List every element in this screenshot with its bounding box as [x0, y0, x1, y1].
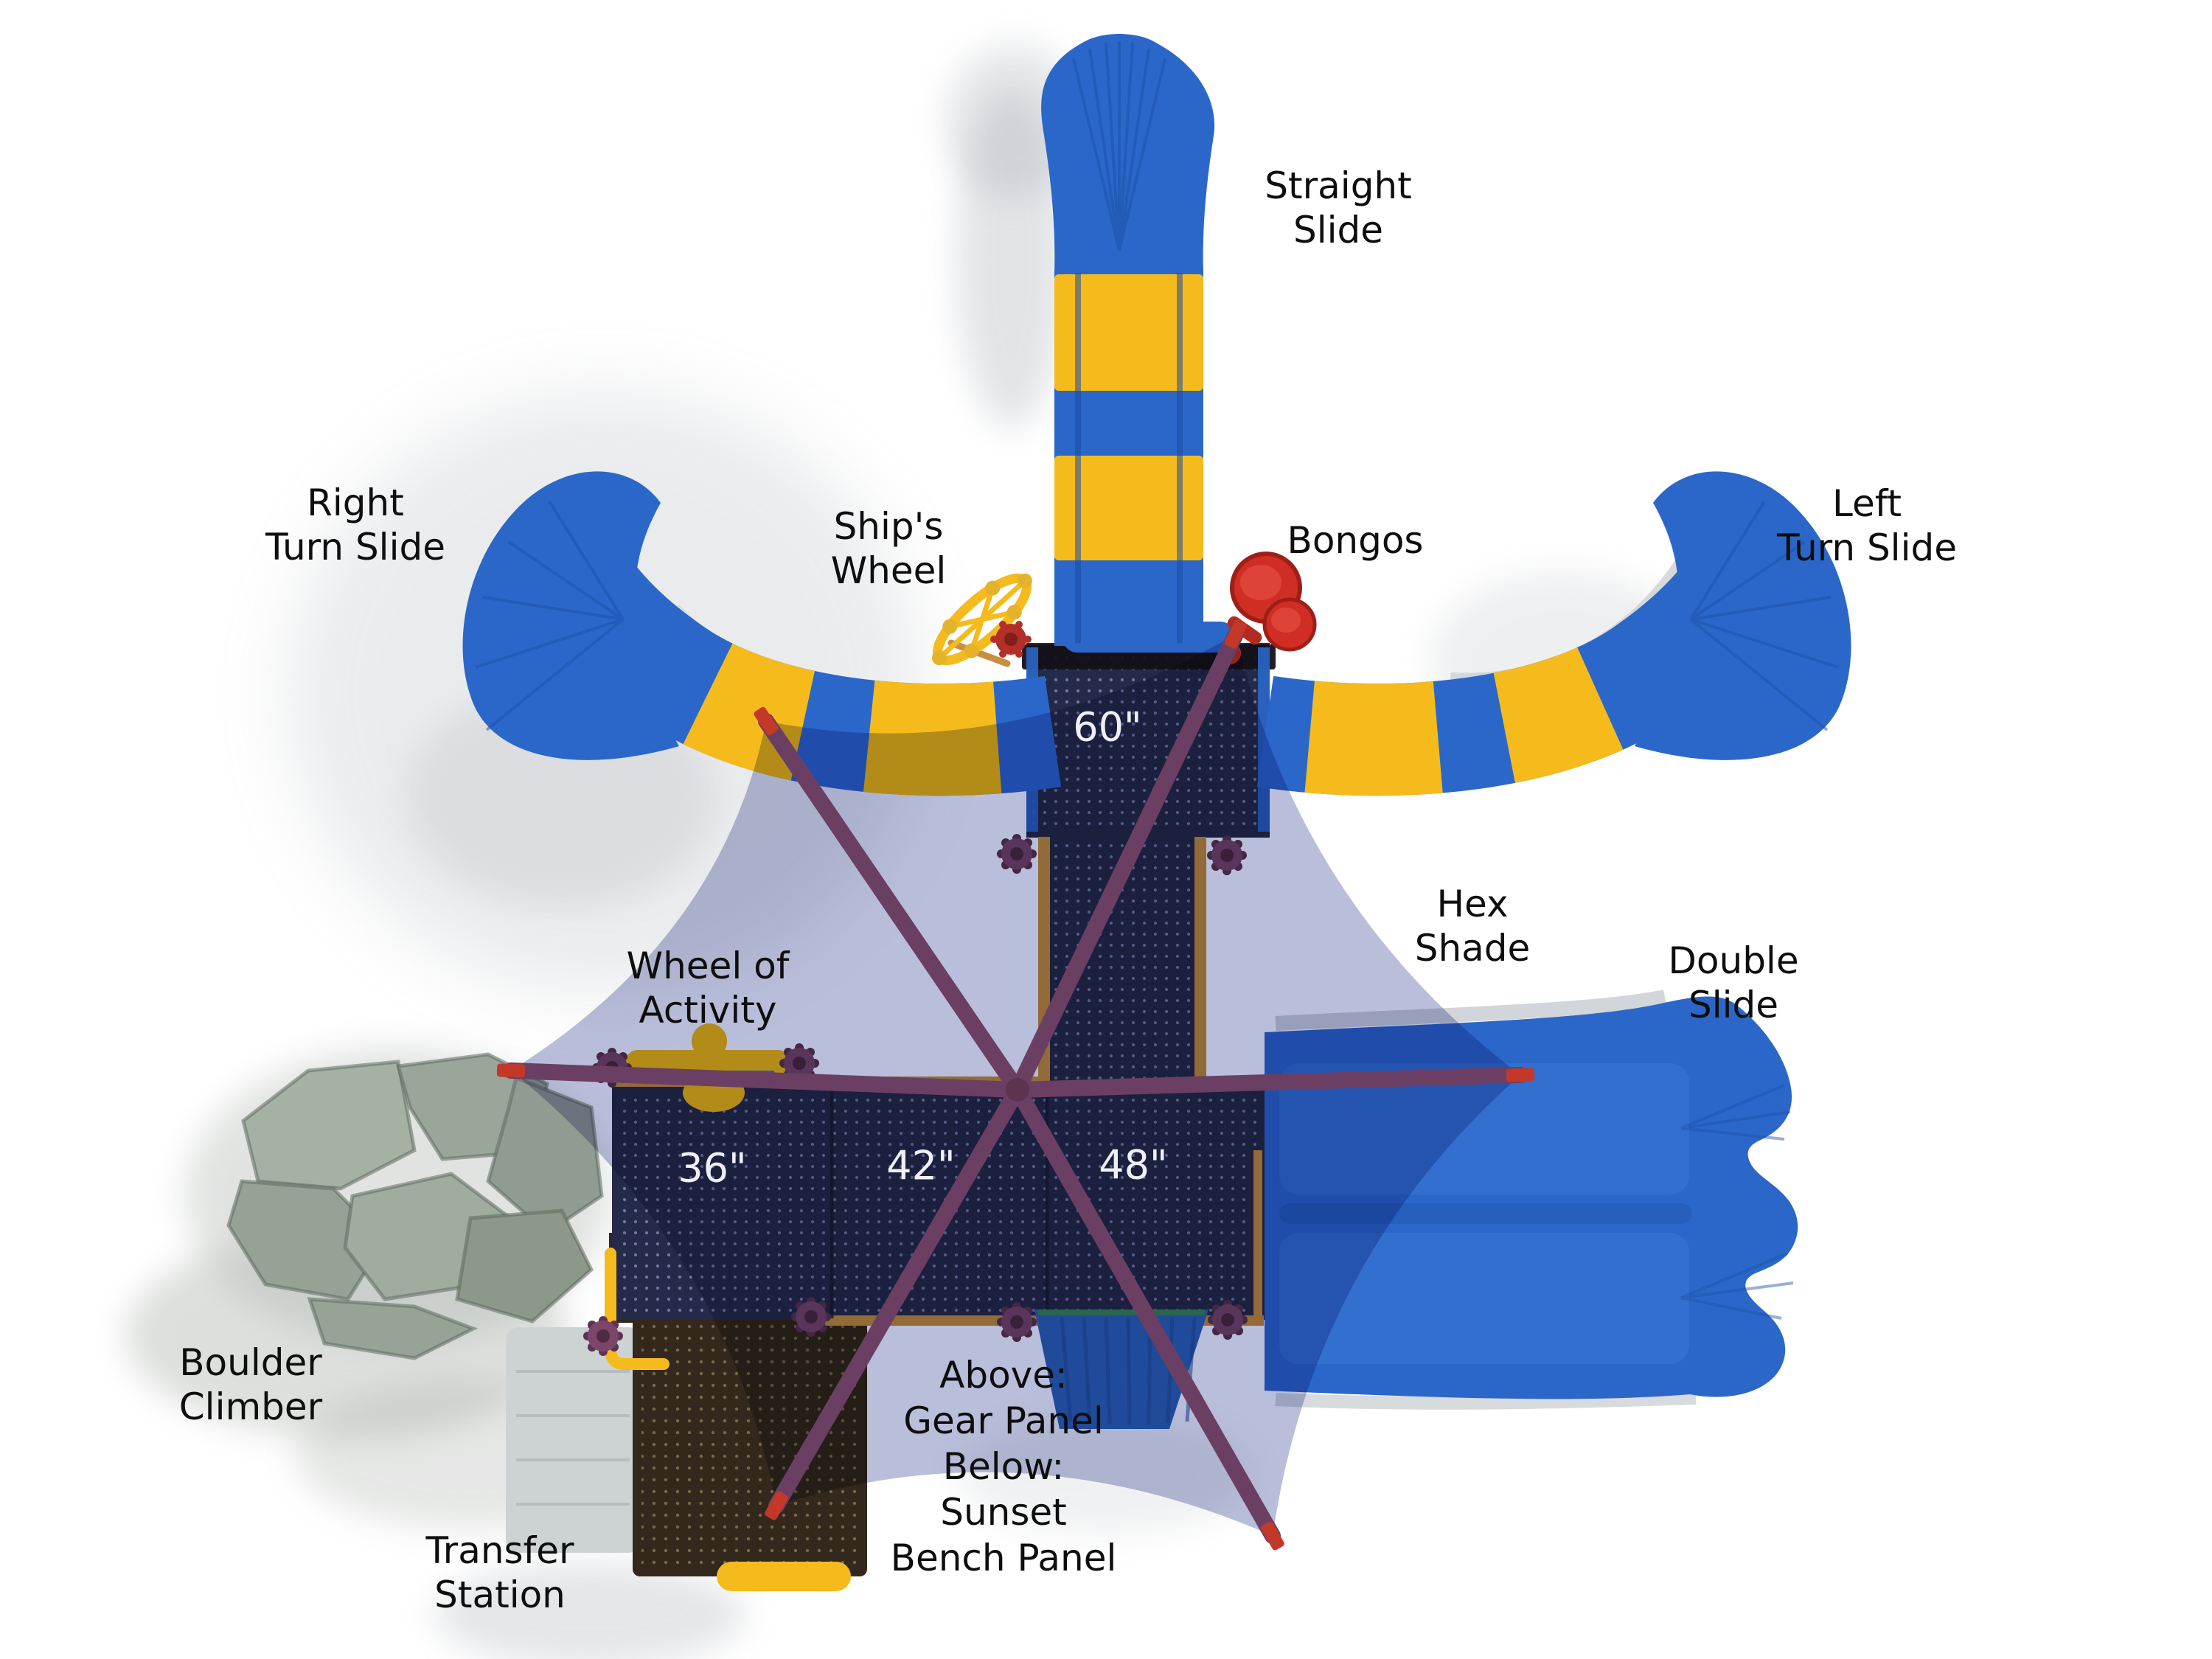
transfer-steps — [506, 1327, 641, 1553]
label-line: Double — [1668, 939, 1799, 982]
label-line: Shade — [1414, 927, 1531, 970]
deck-height-42: 42" — [886, 1142, 956, 1189]
shade-beams — [503, 626, 1528, 1544]
label-right-turn-slide: Right Turn Slide — [265, 481, 445, 569]
label-line: Gear Panel — [903, 1399, 1104, 1442]
label-line: Slide — [1293, 209, 1384, 251]
straight-slide-yellow-band — [1054, 456, 1203, 560]
label-line: Wheel of — [626, 945, 790, 987]
bongos — [1219, 552, 1317, 664]
label-line: Below: — [942, 1445, 1065, 1488]
label-line: Bench Panel — [890, 1537, 1117, 1579]
label-line: Sunset — [940, 1491, 1067, 1534]
label-line: Right — [307, 481, 404, 524]
label-transfer-station: Transfer Station — [425, 1528, 574, 1617]
label-boulder-climber: Boulder Climber — [179, 1340, 322, 1429]
boulder-rock — [226, 1179, 388, 1301]
label-line: Station — [434, 1573, 566, 1616]
label-line: Ship's — [833, 505, 944, 548]
label-line: Activity — [639, 989, 777, 1032]
label-line: Left — [1832, 482, 1902, 525]
label-line: Above: — [939, 1354, 1068, 1397]
label-straight-slide: Straight Slide — [1265, 164, 1411, 252]
label-wheel-of-activity: Wheel of Activity — [627, 944, 790, 1032]
label-line: Transfer — [425, 1529, 574, 1572]
double-slide-lane — [1279, 1233, 1689, 1364]
shade-hub — [1006, 1078, 1029, 1102]
label-line: Hex — [1436, 883, 1509, 925]
label-double-slide: Double Slide — [1668, 939, 1798, 1027]
left-turn-slide-yellow-bands — [1256, 529, 1807, 796]
right-turn-slide-flare — [462, 471, 679, 760]
label-line: Slide — [1688, 984, 1779, 1026]
label-line: Climber — [178, 1385, 323, 1428]
straight-slide-flare — [1041, 34, 1215, 291]
boulder-rock — [307, 1297, 479, 1360]
label-left-turn-slide: Left Turn Slide — [1777, 481, 1957, 570]
label-ships-wheel: Ship's Wheel — [831, 504, 947, 593]
deck-height-60: 60" — [1073, 703, 1142, 751]
boulder-rock — [455, 1208, 594, 1324]
straight-slide-yellow-band — [1054, 274, 1203, 391]
label-line: Straight — [1265, 164, 1412, 207]
label-line: Turn Slide — [265, 526, 445, 568]
label-bongos: Bongos — [1287, 518, 1424, 563]
label-panel-callout: Above: Gear Panel Below: Sunset Bench Pa… — [891, 1352, 1117, 1581]
label-line: Bongos — [1287, 519, 1424, 562]
left-turn-slide-flare — [1635, 471, 1851, 760]
ships-wheel — [932, 573, 1032, 666]
label-line: Boulder — [179, 1341, 322, 1384]
ships-wheel-mount — [947, 639, 1011, 667]
label-line: Turn Slide — [1777, 526, 1957, 569]
deck-height-48: 48" — [1099, 1141, 1168, 1189]
deck-height-36: 36" — [678, 1144, 747, 1192]
shadow-transfer — [435, 1563, 745, 1659]
ships-wheel-hub — [990, 621, 1032, 658]
label-line: Wheel — [830, 549, 947, 592]
label-hex-shade: Hex Shade — [1415, 882, 1531, 970]
transfer-handle-bar — [717, 1562, 851, 1591]
